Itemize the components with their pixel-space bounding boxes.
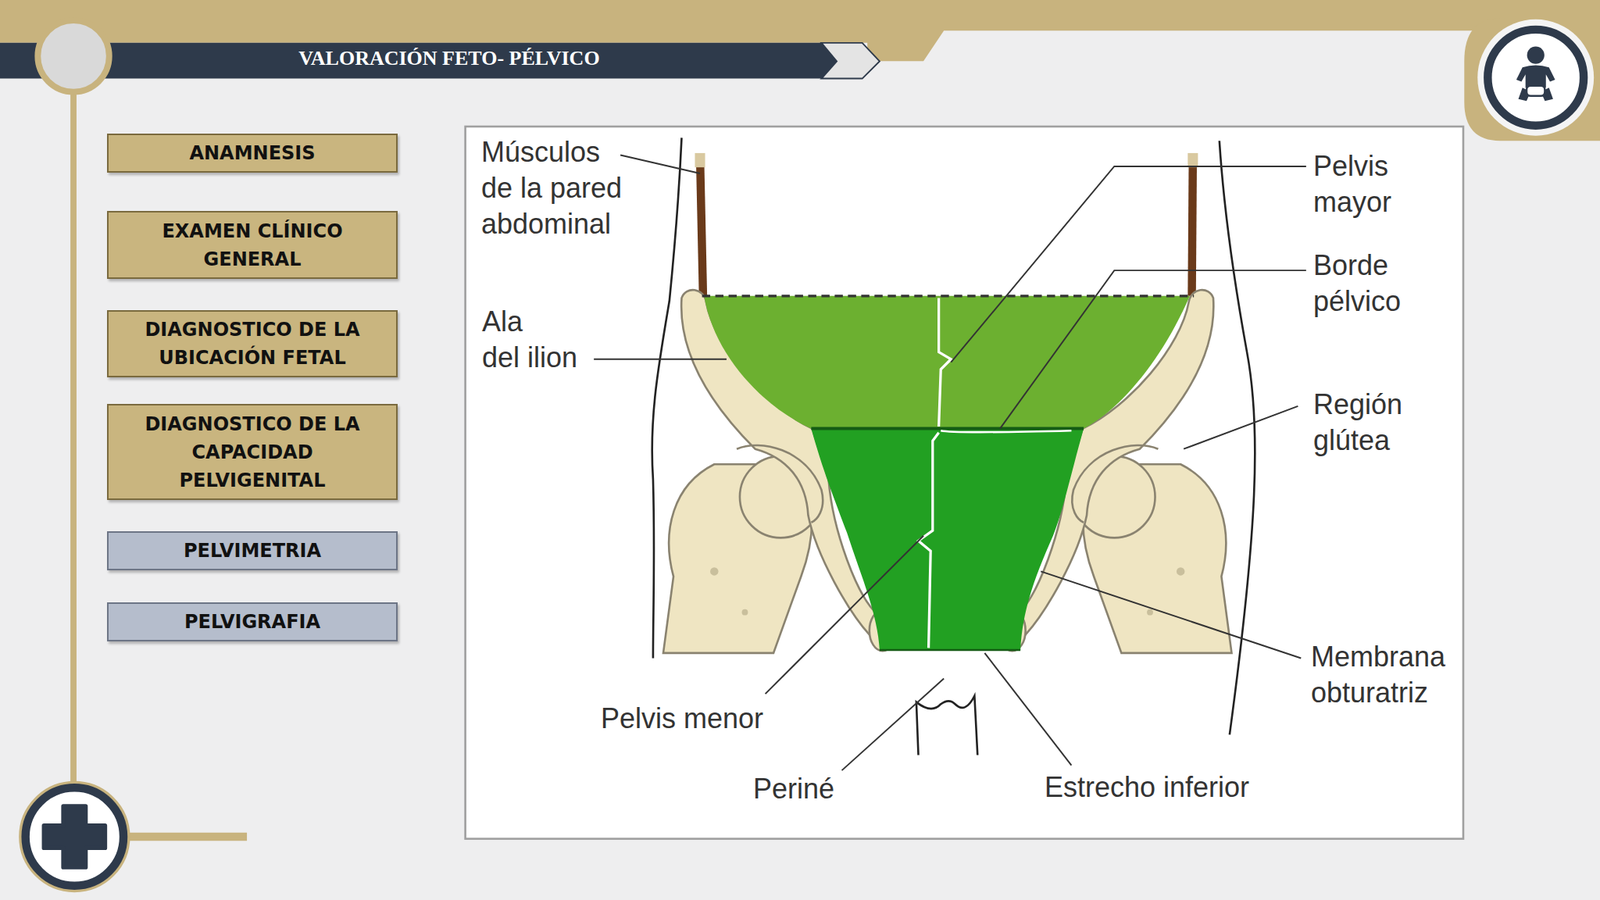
menu-box: DIAGNOSTICO DE LA UBICACIÓN FETAL: [107, 310, 398, 378]
part-label: Pelvis mayor: [1313, 148, 1415, 221]
lesser-pelvis: [810, 428, 1084, 650]
wrap-spacer: [564, 303, 584, 340]
part-label: Borde pélvico: [1313, 247, 1415, 320]
part-label: Membrana obturatriz: [1310, 639, 1460, 711]
slide-title: VALORACIÓN FETO- PÉLVICO: [109, 42, 790, 75]
leader-line: [593, 358, 727, 361]
abdominal-muscle: [1192, 155, 1193, 297]
part-label: Músculos de la pared abdominal: [481, 134, 632, 243]
menu-text: DIAGNOSTICO DE LA CAPACIDAD PELVIGENITAL: [116, 410, 389, 495]
midline: [940, 430, 1072, 433]
menu-text: ANAMNESIS: [189, 139, 315, 168]
menu-text: PELVIMETRIA: [183, 536, 322, 565]
part-label: Pelvis menor: [600, 700, 764, 737]
rail-line: [70, 86, 77, 791]
acetabulum: [736, 445, 823, 523]
part-label: Ala del ilion: [482, 303, 584, 376]
part-label: Región glútea: [1313, 386, 1415, 459]
bone-texture: [710, 567, 718, 575]
plus-icon: [43, 806, 105, 868]
baby-icon: [1487, 29, 1584, 126]
menu-box: PELVIMETRIA: [107, 531, 398, 571]
plus-icon: [25, 787, 124, 886]
leader-line: [1183, 406, 1298, 450]
greater-pelvis: [703, 296, 1190, 429]
baby-icon: [1527, 46, 1545, 64]
header-bar: [0, 42, 840, 79]
iliac-crest-line: [702, 294, 1195, 297]
menu-text: PELVIGRAFIA: [184, 607, 321, 636]
leader-lines: [593, 155, 1307, 772]
leader-line: [950, 166, 1307, 363]
rail-line: [122, 832, 247, 841]
rail-dot: [37, 20, 109, 92]
menu-text: DIAGNOSTICO DE LA UBICACIÓN FETAL: [116, 315, 389, 372]
menu-box: ANAMNESIS: [107, 133, 398, 173]
leader-line: [765, 535, 924, 694]
midline: [918, 432, 940, 649]
baby-icon: [1526, 85, 1546, 97]
baby-icon: [1477, 19, 1594, 136]
figure-frame: [465, 126, 1464, 840]
abdominal-muscle: [1187, 153, 1198, 168]
bone-texture: [742, 609, 749, 616]
leader-line: [620, 155, 700, 175]
leader-line: [984, 653, 1072, 766]
midline: [939, 297, 952, 427]
menu-text: EXAMEN CLÍNICO GENERAL: [116, 217, 389, 274]
menu-box: PELVIGRAFIA: [107, 602, 398, 642]
part-label: Estrecho inferior: [1044, 769, 1250, 806]
abdominal-muscle: [694, 153, 705, 168]
leader-line: [842, 678, 945, 772]
menu-box: DIAGNOSTICO DE LA CAPACIDAD PELVIGENITAL: [107, 403, 398, 500]
plus-icon: [20, 782, 129, 891]
pelvic-brim: [810, 427, 1084, 431]
part-label: Periné: [753, 771, 835, 808]
header-chevron: [821, 42, 879, 79]
abdominal-muscle: [700, 155, 704, 297]
perineum-outline: [916, 696, 978, 756]
leader-line: [1000, 270, 1307, 429]
icon-tab: [1464, 18, 1600, 142]
leader-line: [1040, 571, 1301, 658]
menu-box: EXAMEN CLÍNICO GENERAL: [107, 210, 398, 279]
pelvic-outlet: [879, 649, 1021, 652]
